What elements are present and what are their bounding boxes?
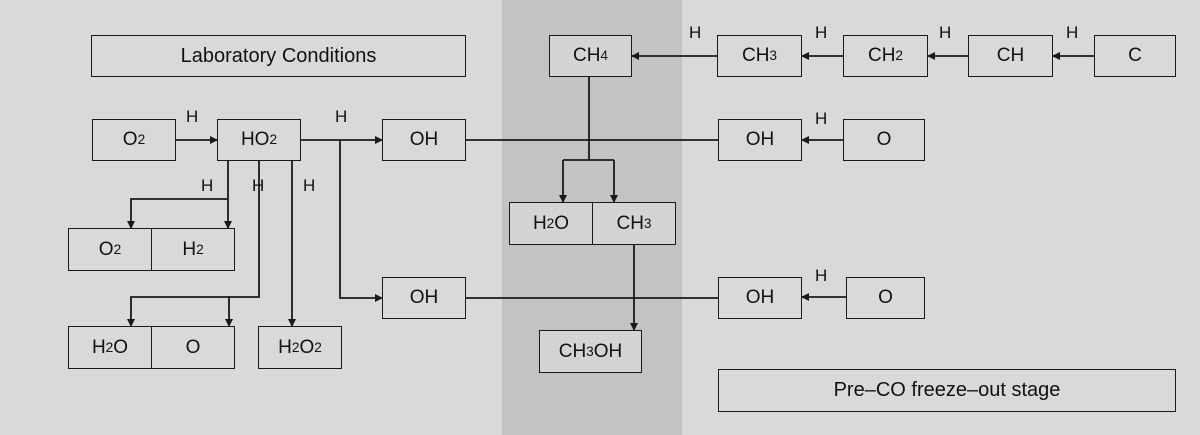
h-label-ch2-ch3: H <box>815 23 828 42</box>
h-label-o-oh-lower: H <box>815 266 828 285</box>
h-label-c-ch: H <box>1066 23 1079 42</box>
species-o-right-lower: O <box>846 277 925 319</box>
h-label-ho2-oh: H <box>335 107 348 126</box>
arrow-ho2-to-o <box>225 158 260 327</box>
h-label-o-oh-upper: H <box>815 109 828 128</box>
species-o-left: O <box>151 326 235 369</box>
h-label-ch3-ch4: H <box>689 23 702 42</box>
h-label-branch-o2h2: H <box>201 176 214 195</box>
h-label-ch-ch2: H <box>939 23 952 42</box>
pre-co-stage-title: Pre–CO freeze–out stage <box>718 369 1176 412</box>
species-oh-left-upper: OH <box>382 119 466 161</box>
h-label-o2-ho2: H <box>186 107 199 126</box>
species-ch-top: CH <box>968 35 1053 77</box>
species-o-right-upper: O <box>843 119 925 161</box>
species-oh-left-lower: OH <box>382 277 466 319</box>
species-oh-right-lower: OH <box>718 277 802 319</box>
lab-conditions-title: Laboratory Conditions <box>91 35 466 77</box>
arrow-branch-to-o2 <box>127 198 228 229</box>
arrow-branch-to-h2o <box>127 296 229 327</box>
h-label-branch-h2o-o: H <box>252 176 265 195</box>
arrow-branch-to-lower-oh <box>339 140 383 302</box>
h-label-branch-h2o2: H <box>303 176 316 195</box>
species-oh-right-upper: OH <box>718 119 802 161</box>
species-c-top: C <box>1094 35 1176 77</box>
